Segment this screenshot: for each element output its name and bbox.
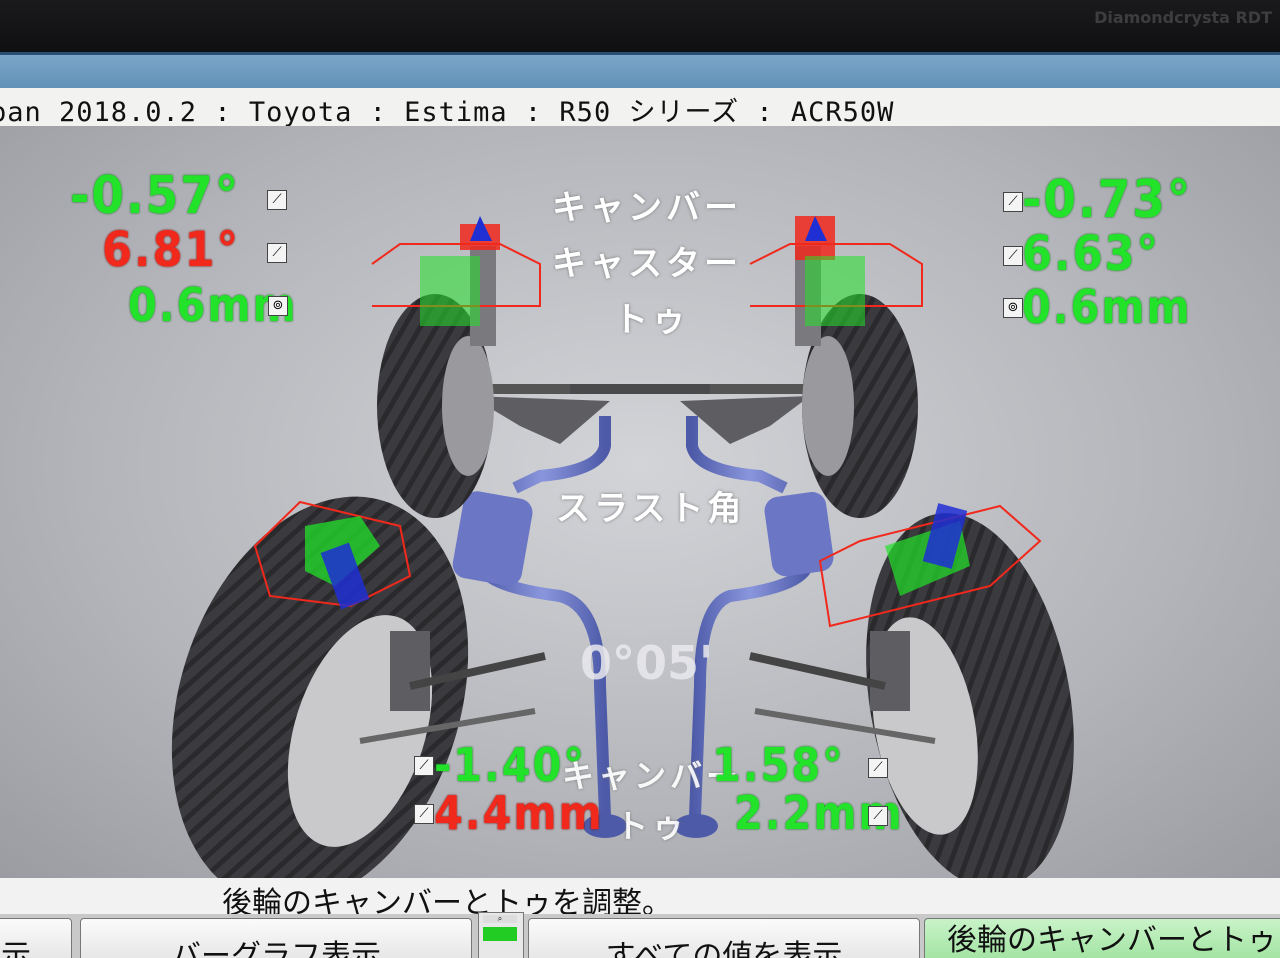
breadcrumb: pan 2018.0.2 : Toyota : Estima : R50 シリー… xyxy=(0,97,895,128)
front-left-arm xyxy=(470,396,610,444)
show-all-values-button-label: すべての値を表示 xyxy=(605,939,843,958)
bar-graph-button[interactable]: バーグラフ表示 xyxy=(80,918,472,958)
rear-left-toe-value: 4.4mm xyxy=(434,786,604,840)
previous-button[interactable]: 示 xyxy=(0,918,72,958)
thrust-angle-label: スラスト角 xyxy=(556,489,746,529)
front-left-caster-value: 6.81° xyxy=(102,222,241,278)
rear-left-knuckle xyxy=(320,542,370,610)
front-left-rim xyxy=(442,336,494,476)
rear-camber-label: キャンバー xyxy=(562,757,743,795)
app-screen: pan 2018.0.2 : Toyota : Estima : R50 シリー… xyxy=(0,52,1280,958)
front-right-indicator xyxy=(805,216,827,241)
front-left-camber-value: -0.57° xyxy=(70,166,241,226)
monitor-bezel: Diamondcrysta RDT xyxy=(0,0,1280,60)
rear-right-camber-gauge xyxy=(818,504,1042,628)
muffler-right xyxy=(764,492,834,577)
rear-toe-label: トゥ xyxy=(616,807,689,845)
alignment-view: -0.57° 6.81° 0.6mm ⟋ ⟋ ⊚ ⟋ ⟋ ⊚ -0.73° 6.… xyxy=(0,126,1280,878)
front-right-rim xyxy=(802,336,854,476)
toe-label: トゥ xyxy=(614,300,690,340)
front-left-indicator xyxy=(470,216,492,241)
axle-bar xyxy=(570,384,710,394)
bar-graph-button-label: バーグラフ表示 xyxy=(171,939,381,958)
status-bar: 後輪のキャンバーとトゥを調整。 xyxy=(0,878,1280,921)
rear-right-knuckle xyxy=(922,503,968,569)
front-right-caster-value: 6.63° xyxy=(1022,226,1161,282)
level-indicator xyxy=(483,927,517,941)
adjust-icon[interactable]: ⟋ xyxy=(1003,192,1023,212)
front-right-camber-value: -0.73° xyxy=(1022,170,1193,230)
front-right-camber-gauge xyxy=(805,256,865,326)
front-left-camber-gauge xyxy=(420,256,480,326)
exhaust-right xyxy=(686,416,814,817)
rear-left-camber-value: -1.40° xyxy=(434,738,586,792)
steering-wheel-icon[interactable]: ⊚ xyxy=(1003,298,1023,318)
camber-label: キャンバー xyxy=(552,188,742,228)
tailpipe-right xyxy=(674,814,718,838)
front-right-arm xyxy=(680,396,810,444)
rear-right-camber-value: 1.58° xyxy=(712,738,845,792)
rear-right-lower-link xyxy=(754,708,936,744)
adjust-icon[interactable]: ⟋ xyxy=(868,758,888,778)
adjust-icon[interactable]: ⟋ xyxy=(414,756,434,776)
vehicle-diagram xyxy=(171,216,1074,878)
adjust-icon[interactable]: ⟋ xyxy=(868,806,888,826)
rear-right-upper-link xyxy=(749,652,886,690)
monitor-brand: Diamondcrysta RDT xyxy=(1094,8,1272,27)
show-all-values-button[interactable]: すべての値を表示 xyxy=(528,918,920,958)
rear-right-shock xyxy=(870,631,910,711)
adjust-icon[interactable]: ⟋ xyxy=(267,243,287,263)
rear-left-upper-link xyxy=(409,652,546,690)
previous-button-label: 示 xyxy=(1,939,31,958)
adjust-icon[interactable]: ⟋ xyxy=(414,804,434,824)
title-bar xyxy=(0,52,1280,91)
adjust-rear-button[interactable]: 後輪のキャンバーとトゥを調整 xyxy=(924,918,1280,958)
front-right-toe-value: 0.6mm xyxy=(1022,280,1192,334)
rear-left-shock xyxy=(390,631,430,711)
adjust-icon[interactable]: ⟋ xyxy=(267,190,287,210)
adjust-rear-button-label: 後輪のキャンバーとトゥを調整 xyxy=(947,923,1280,958)
breadcrumb-bar: pan 2018.0.2 : Toyota : Estima : R50 シリー… xyxy=(0,88,1280,128)
rear-left-camber-gauge xyxy=(253,500,412,608)
magnifier-icon: ⌕ xyxy=(483,915,517,923)
thrust-angle-value: 0°05' xyxy=(580,636,714,690)
button-row: 示 バーグラフ表示 ⌕ すべての値を表示 後輪のキャンバーとトゥを調整 xyxy=(0,912,1280,958)
rear-left-lower-link xyxy=(359,708,536,744)
adjust-icon[interactable]: ⟋ xyxy=(1003,246,1023,266)
front-right-caster-gauge xyxy=(749,243,923,307)
steering-wheel-icon[interactable]: ⊚ xyxy=(268,296,288,316)
caster-label: キャスター xyxy=(552,244,742,284)
front-left-toe-value: 0.6mm xyxy=(128,278,298,332)
front-left-caster-gauge xyxy=(371,243,541,307)
muffler-left xyxy=(452,491,533,586)
tailpipe-left xyxy=(583,814,627,838)
zoom-control[interactable]: ⌕ xyxy=(478,912,524,958)
